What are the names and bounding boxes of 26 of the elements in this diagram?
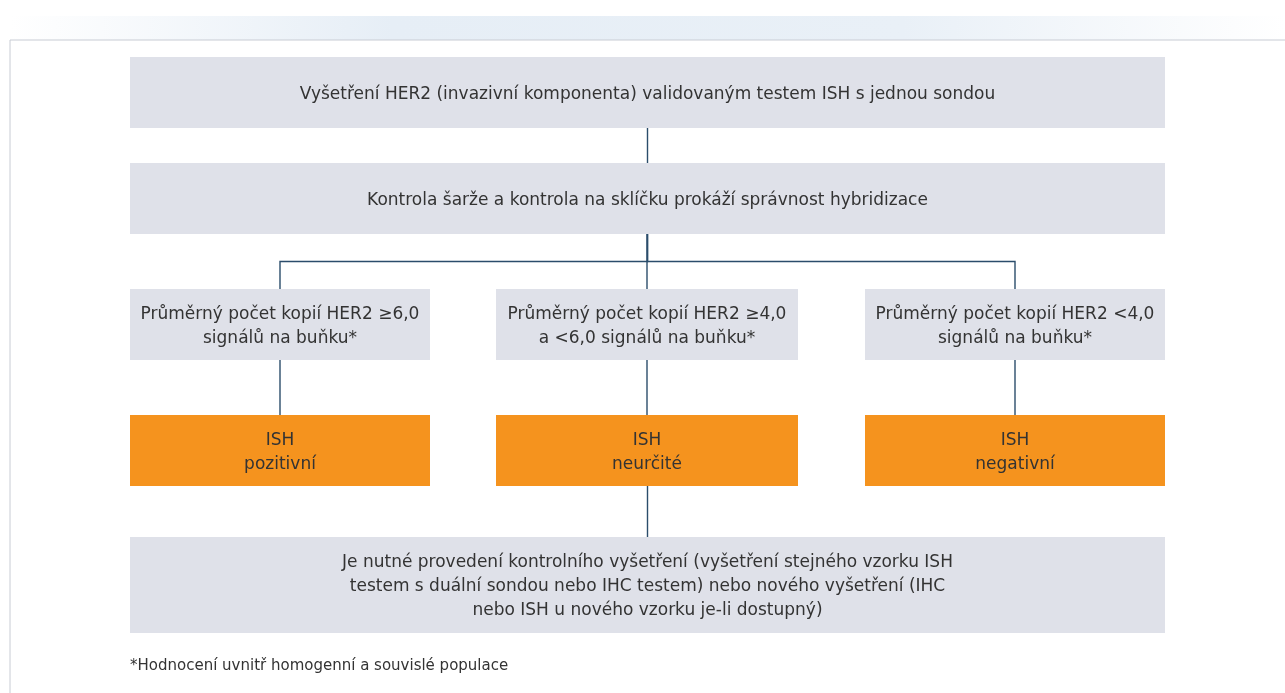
box-text: Průměrný počet kopií HER2 ≥4,0 a <6,0 signálů na buňku* <box>506 301 788 349</box>
box-text: Průměrný počet kopií HER2 ≥6,0 signálů na buňku* <box>140 301 420 349</box>
box-text: Průměrný počet kopií HER2 <4,0 signálů na buňku* <box>875 301 1155 349</box>
process-box <box>865 289 1165 360</box>
process-box <box>130 57 1165 128</box>
box-text: Vyšetření HER2 (invazivní komponenta) validovaným testem ISH s jednou sondou <box>299 81 996 105</box>
connector-line <box>279 359 281 416</box>
box-text: ISH pozitivní <box>243 427 317 475</box>
connector-line <box>646 233 648 290</box>
result-box <box>130 415 430 486</box>
box-text: ISH neurčité <box>611 427 683 475</box>
connector-line <box>646 359 648 416</box>
process-box <box>130 537 1165 633</box>
connector-line <box>646 127 649 164</box>
result-box <box>496 415 798 486</box>
process-box <box>496 289 798 360</box>
footnote: *Hodnocení uvnitř homogenní a souvislé populace <box>130 656 509 674</box>
box-text: Je nutné provedení kontrolního vyšetření (vyšetření stejného vzorku ISH testem s duální sondou nebo IHC testem) nebo nového vyšetření (IHC nebo ISH u nového vzorku je-li dostupný) <box>340 550 954 621</box>
process-box <box>130 163 1165 234</box>
connector-line <box>646 233 1016 290</box>
connector-line <box>1014 359 1016 416</box>
connector-line <box>646 485 649 538</box>
box-text: Kontrola šarže a kontrola na sklíčku prokáží správnost hybridizace <box>367 187 928 211</box>
result-box <box>865 415 1165 486</box>
box-text: ISH negativní <box>974 427 1056 475</box>
process-box <box>130 289 430 360</box>
